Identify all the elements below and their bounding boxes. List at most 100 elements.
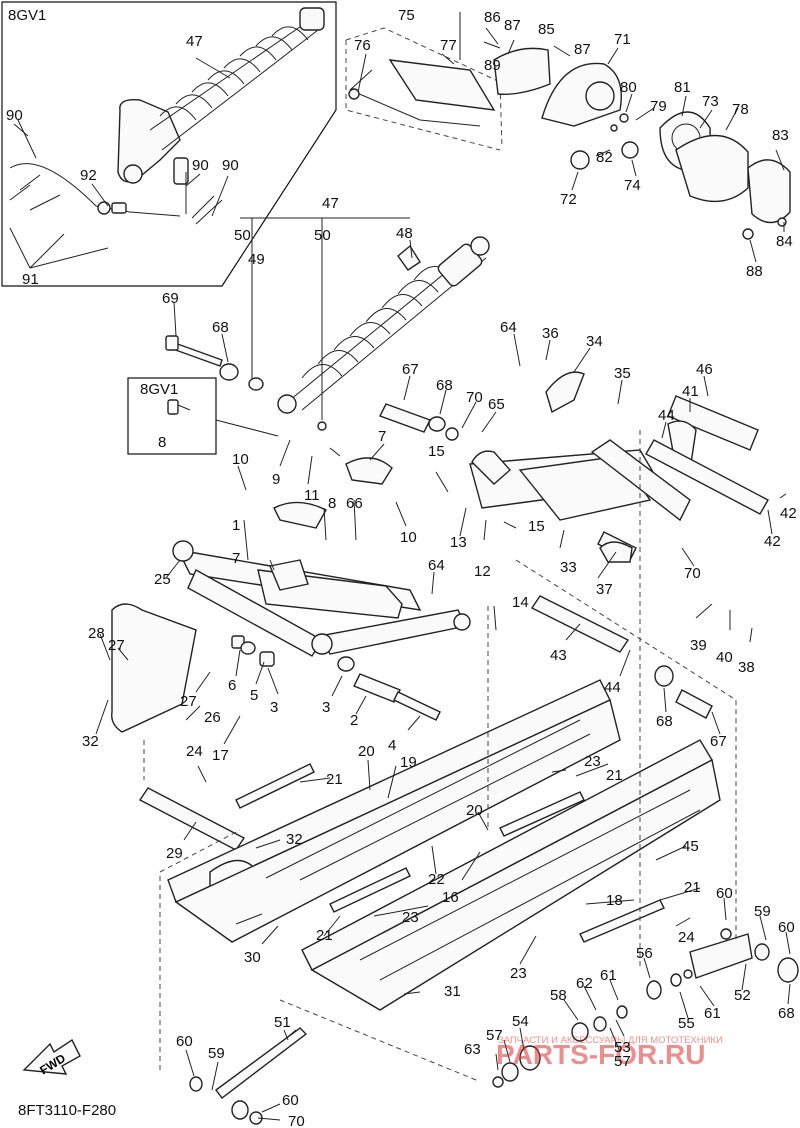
callout-19: 19: [400, 754, 417, 771]
callout-75: 75: [398, 7, 415, 24]
slide-rail-right: [301, 739, 721, 1011]
callout-90: 90: [192, 157, 209, 174]
inset-top-label: 8GV1: [8, 7, 46, 24]
collar-52: [689, 933, 753, 979]
front-arm-drawing: [172, 540, 471, 657]
callout-80: 80: [620, 79, 637, 96]
callout-87: 87: [504, 17, 521, 34]
callout-74: 74: [624, 177, 641, 194]
callout-73: 73: [702, 93, 719, 110]
callout-91: 91: [22, 271, 39, 288]
callout-64: 64: [428, 557, 445, 574]
callout-71: 71: [614, 31, 631, 48]
callout-70: 70: [288, 1113, 305, 1128]
callout-82: 82: [596, 149, 613, 166]
callout-33: 33: [560, 559, 577, 576]
callout-45: 45: [682, 838, 699, 855]
callout-60: 60: [176, 1033, 193, 1050]
callout-28: 28: [88, 625, 105, 642]
callout-18: 18: [606, 892, 623, 909]
callout-78: 78: [732, 101, 749, 118]
callout-16: 16: [442, 889, 459, 906]
callout-59: 59: [208, 1045, 225, 1062]
leader-lines: [9, 27, 791, 1121]
callout-88: 88: [746, 263, 763, 280]
callout-63: 63: [464, 1041, 481, 1058]
callout-76: 76: [354, 37, 371, 54]
callout-44: 44: [604, 679, 621, 696]
callout-57: 57: [614, 1053, 631, 1070]
callout-11: 11: [304, 487, 320, 504]
callout-3: 3: [322, 699, 330, 716]
callout-50: 50: [314, 227, 331, 244]
callout-32: 32: [82, 733, 99, 750]
callout-69: 69: [162, 290, 179, 307]
callout-90: 90: [6, 107, 23, 124]
callout-2: 2: [350, 712, 358, 729]
rear-arm-drawing: [469, 439, 691, 563]
callout-10: 10: [232, 451, 249, 468]
callout-59: 59: [754, 903, 771, 920]
callout-38: 38: [738, 659, 755, 676]
callout-57: 57: [486, 1027, 503, 1044]
callout-37: 37: [596, 581, 613, 598]
callout-23: 23: [584, 753, 601, 770]
callout-68: 68: [212, 319, 229, 336]
callout-21: 21: [606, 767, 623, 784]
callout-8: 8: [328, 495, 336, 512]
callout-72: 72: [560, 191, 577, 208]
callout-85: 85: [538, 21, 555, 38]
callout-61: 61: [600, 967, 617, 984]
callout-70: 70: [684, 565, 701, 582]
callout-48: 48: [396, 225, 413, 242]
callout-42: 42: [764, 533, 781, 550]
callout-35: 35: [614, 365, 631, 382]
callout-60: 60: [716, 885, 733, 902]
callout-65: 65: [488, 396, 505, 413]
collar-2: [353, 673, 401, 703]
callout-42: 42: [780, 505, 797, 522]
callout-67: 67: [710, 733, 727, 750]
callout-47: 47: [186, 33, 203, 50]
callout-68: 68: [656, 713, 673, 730]
callout-15: 15: [528, 518, 545, 535]
callout-7: 7: [232, 550, 240, 567]
callout-21: 21: [326, 771, 343, 788]
callout-77: 77: [440, 37, 457, 54]
callout-20: 20: [358, 743, 375, 760]
callout-90: 90: [222, 157, 239, 174]
slide-rail-left: [167, 679, 621, 943]
callout-53: 53: [614, 1039, 631, 1056]
callout-83: 83: [772, 127, 789, 144]
callout-10: 10: [400, 529, 417, 546]
bolt-69-group: [165, 335, 264, 391]
callout-49: 49: [248, 251, 265, 268]
callout-61: 61: [704, 1005, 721, 1022]
callout-22: 22: [428, 871, 445, 888]
callout-24: 24: [678, 929, 695, 946]
plate-7-upper: [345, 457, 393, 485]
callout-43: 43: [550, 647, 567, 664]
callout-68: 68: [436, 377, 453, 394]
callout-50: 50: [234, 227, 251, 244]
callout-40: 40: [716, 649, 733, 666]
shaft-67-upper: [379, 403, 431, 433]
callout-6: 6: [228, 677, 236, 694]
callout-23: 23: [402, 909, 419, 926]
callout-5: 5: [250, 687, 258, 704]
callout-81: 81: [674, 79, 691, 96]
callout-23: 23: [510, 965, 527, 982]
callout-60: 60: [778, 919, 795, 936]
callout-39: 39: [690, 637, 707, 654]
inset-mid-part: 8: [158, 434, 166, 451]
callout-67: 67: [402, 361, 419, 378]
callout-54: 54: [512, 1013, 529, 1030]
fwd-arrow-icon: FWD: [22, 1038, 81, 1077]
diagram-code: 8FT3110-F280: [18, 1102, 116, 1119]
callout-87: 87: [574, 41, 591, 58]
callout-24: 24: [186, 743, 203, 760]
callout-21: 21: [684, 879, 701, 896]
watermark-url: PARTS-FOR.RU: [496, 1039, 705, 1070]
shaft-29: [138, 787, 246, 851]
